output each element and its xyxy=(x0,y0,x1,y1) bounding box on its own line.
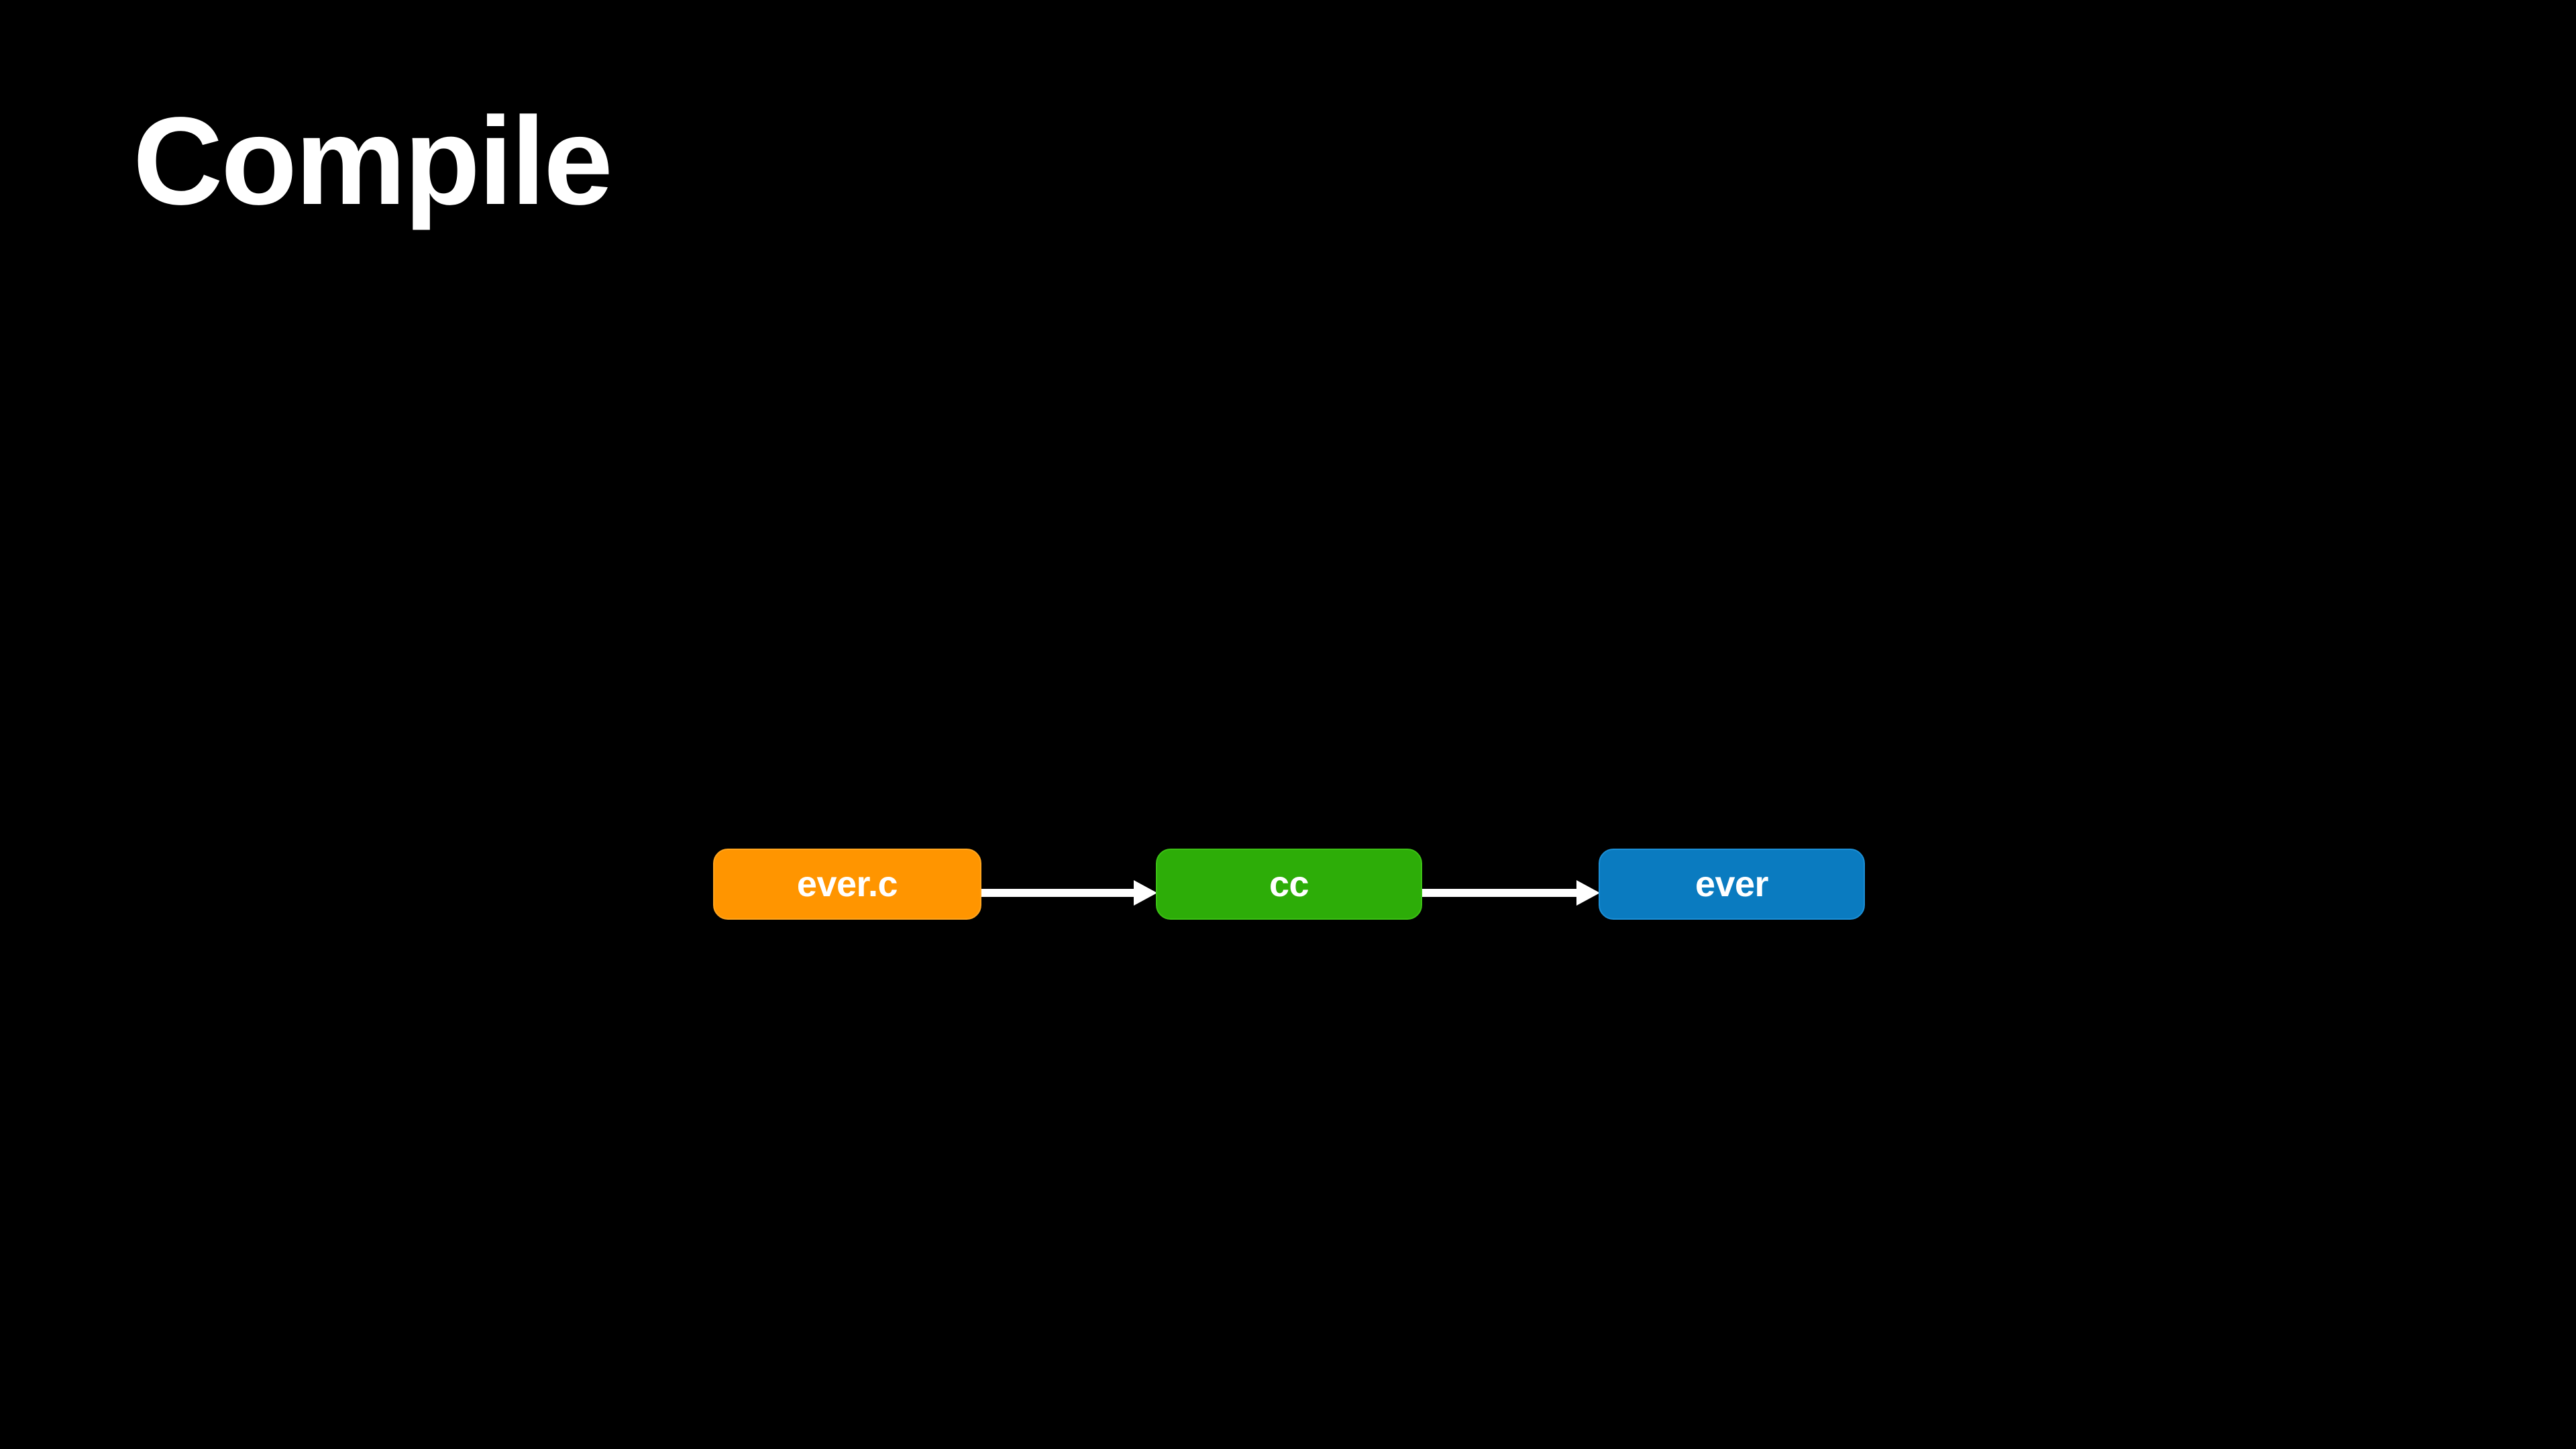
page-title: Compile xyxy=(133,92,613,231)
arrow-right-icon xyxy=(1422,880,1600,906)
diagram-node-compiler[interactable]: cc xyxy=(1156,849,1422,920)
diagram-node-label: cc xyxy=(1269,864,1309,904)
diagram-node-source-file[interactable]: ever.c xyxy=(713,849,981,920)
diagram-node-label: ever.c xyxy=(796,864,898,904)
arrow-right-icon xyxy=(981,880,1157,906)
compile-pipeline-diagram: ever.c cc ever xyxy=(713,849,1865,920)
diagram-node-executable[interactable]: ever xyxy=(1599,849,1865,920)
diagram-node-label: ever xyxy=(1695,864,1769,904)
